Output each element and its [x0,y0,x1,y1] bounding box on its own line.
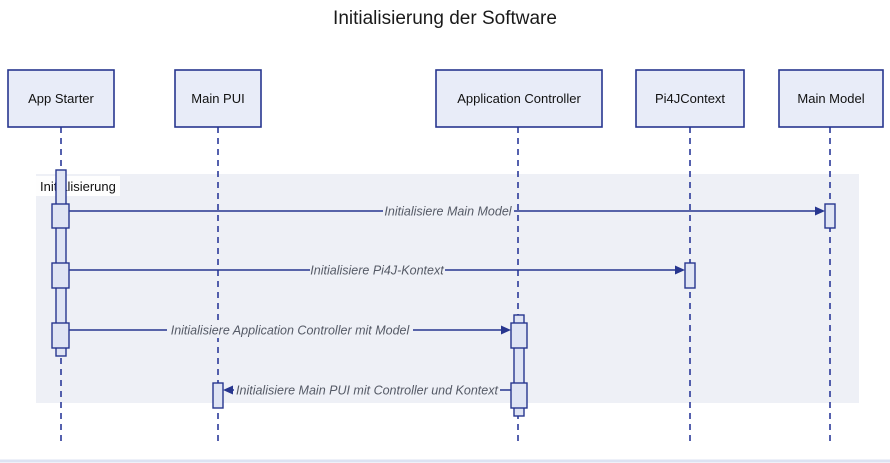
message-label-init-pi4j-kontext: Initialisiere Pi4J-Kontext [310,264,444,278]
activation-app-starter-1 [51,203,70,229]
message-init-main-model: Initialisiere Main Model [69,203,825,219]
arrowhead-icon [223,385,233,395]
arrowhead-icon [501,325,511,335]
participant-application-controller: Application Controller [435,69,603,128]
message-label-init-application-controller: Initialisiere Application Controller mit… [171,324,411,338]
arrowhead-icon [815,206,825,216]
message-label-init-main-pui: Initialisiere Main PUI mit Controller un… [236,384,498,398]
activation-pi4jcontext [684,262,696,289]
participant-main-pui-label: Main PUI [191,91,244,106]
participant-app-starter: App Starter [7,69,115,128]
participant-application-controller-label: Application Controller [457,91,581,106]
activation-app-starter-3 [51,322,70,349]
participant-main-model-label: Main Model [797,91,864,106]
diagram-title: Initialisierung der Software [333,8,557,29]
participant-main-pui: Main PUI [174,69,262,128]
participant-app-starter-label: App Starter [28,91,94,106]
participant-pi4jcontext-label: Pi4JContext [655,91,725,106]
message-init-main-pui: Initialisiere Main PUI mit Controller un… [223,382,511,398]
activation-main-model [824,203,836,229]
arrowhead-icon [675,265,685,275]
message-init-application-controller: Initialisiere Application Controller mit… [69,322,511,338]
participant-main-model: Main Model [778,69,884,128]
message-label-init-main-model: Initialisiere Main Model [384,205,512,219]
activation-app-starter-2 [51,262,70,289]
activation-application-controller-1 [510,322,528,349]
group-label: Initialisierung [40,179,116,194]
participant-pi4jcontext: Pi4JContext [635,69,745,128]
activation-application-controller-2 [510,382,528,409]
activation-main-pui [212,382,224,409]
message-init-pi4j-kontext: Initialisiere Pi4J-Kontext [69,262,685,278]
activation-application-controller [513,314,525,417]
